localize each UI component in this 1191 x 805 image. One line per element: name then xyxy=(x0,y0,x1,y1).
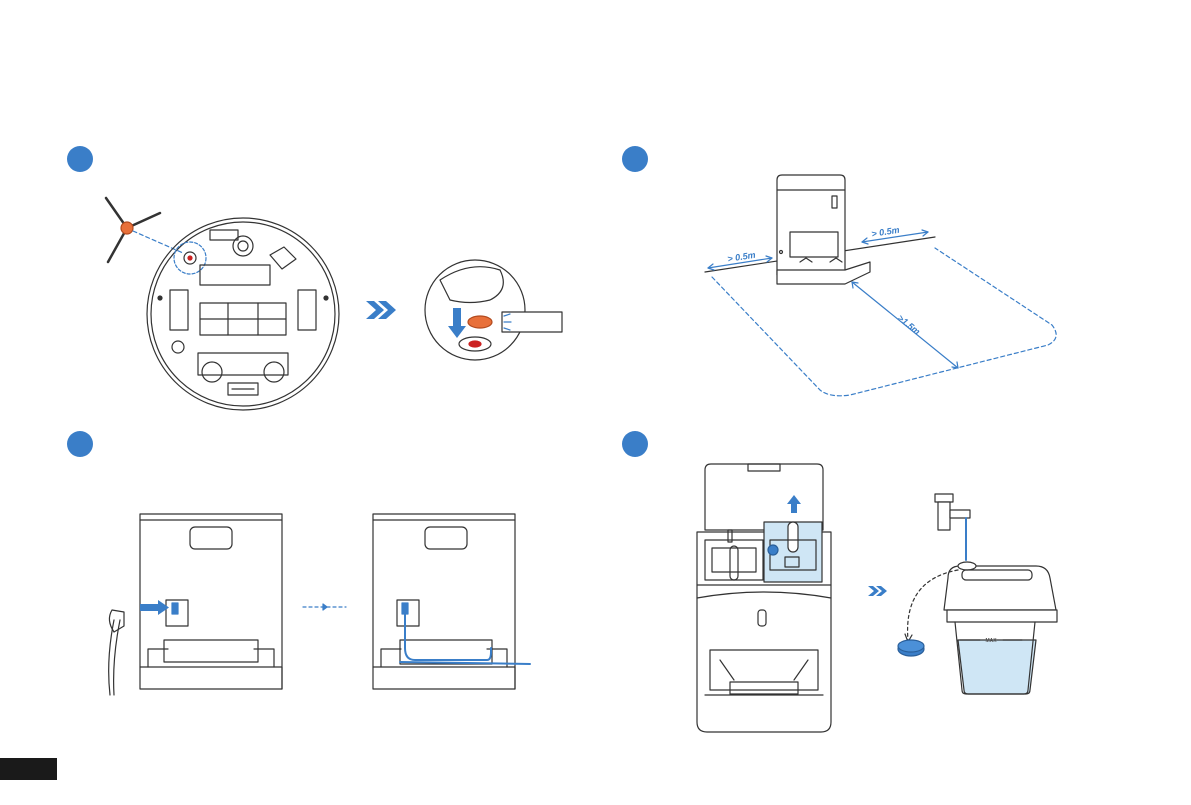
left-clearance-label: > 0.5m xyxy=(727,250,756,264)
front-clearance-label: >1.5m xyxy=(896,313,922,337)
page-tab xyxy=(0,758,57,780)
right-clearance-label: > 0.5m xyxy=(871,225,900,239)
